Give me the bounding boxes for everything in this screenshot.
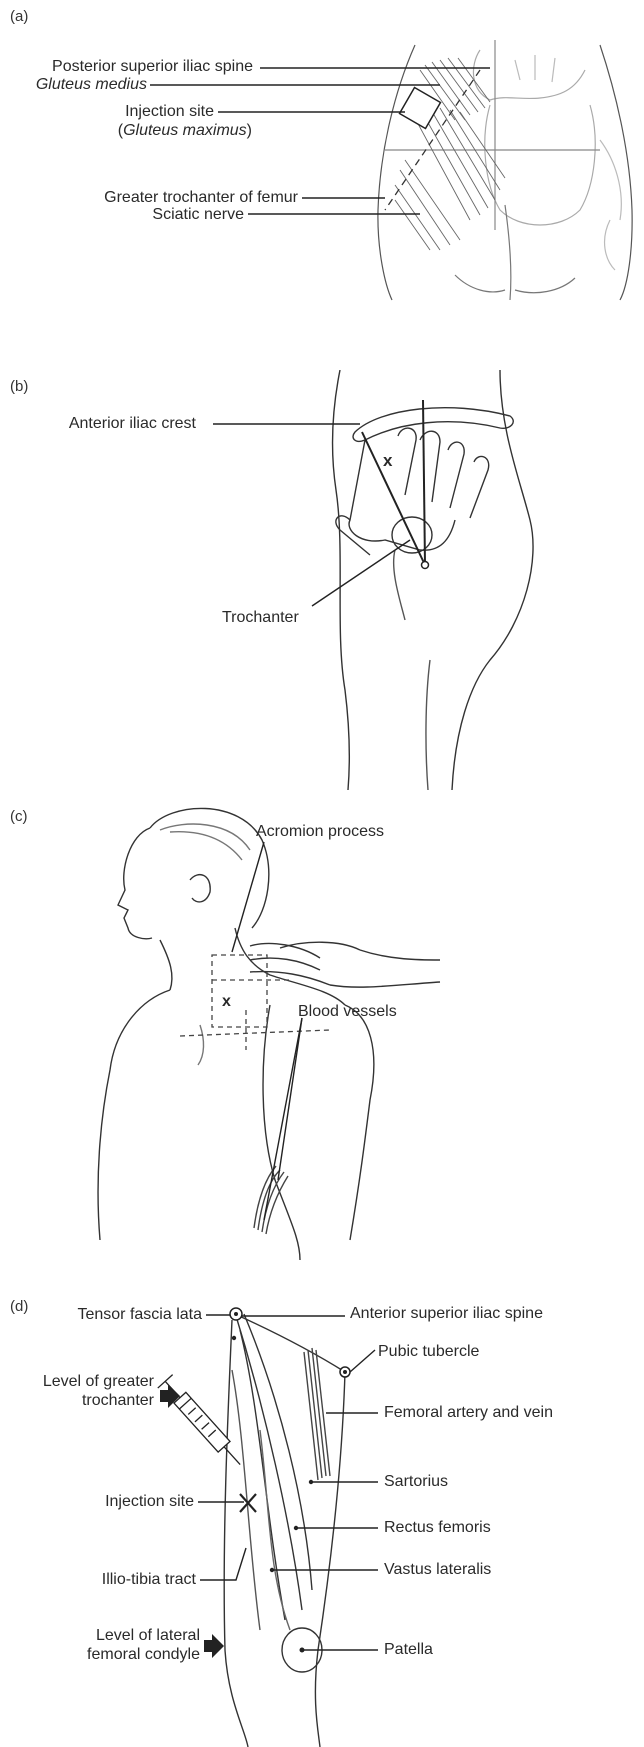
label-vastus-lateralis: Vastus lateralis xyxy=(384,1560,491,1579)
ear xyxy=(190,875,210,902)
head-back xyxy=(150,808,269,928)
finger-2 xyxy=(448,442,464,508)
thigh-lateral-outline xyxy=(224,1320,248,1747)
finger-mid xyxy=(250,943,320,958)
label-trochanter: Trochanter xyxy=(222,608,299,627)
label-acromion-process: Acromion process xyxy=(256,822,384,841)
panel-b-ventrogluteal-site: (b) x xyxy=(0,370,644,790)
thigh-outline-left xyxy=(333,370,350,790)
label-femoral-artery-vein: Femoral artery and vein xyxy=(384,1403,553,1422)
thigh-illustration xyxy=(0,1290,644,1747)
neck-shoulder xyxy=(235,928,345,1005)
panel-d-vastus-lateralis-site: (d) xyxy=(0,1290,644,1747)
finger-3 xyxy=(470,456,489,518)
thigh-medial-outline xyxy=(315,1372,345,1747)
ventrogluteal-illustration xyxy=(0,370,644,790)
acromion-leader xyxy=(232,842,264,952)
label-illio-tibia-tract: Illio-tibia tract xyxy=(102,1570,196,1589)
arrow-lateral-condyle-icon xyxy=(204,1634,224,1658)
label-injection-site: Injection site xyxy=(105,1492,194,1511)
label-sciatic-nerve: Sciatic nerve xyxy=(152,205,244,224)
torso-front xyxy=(98,990,170,1240)
gluteus-muscle-hatching xyxy=(395,58,505,250)
finger-bottom xyxy=(250,972,330,985)
v-line-posterior xyxy=(423,400,425,565)
sartorius-medial xyxy=(244,1314,312,1590)
label-gluteus-maximus: (Gluteus maximus) xyxy=(118,121,252,140)
label-sartorius: Sartorius xyxy=(384,1472,448,1491)
face-profile xyxy=(118,828,152,939)
gluteal-illustration xyxy=(0,0,644,320)
iliac-crest-band xyxy=(353,408,513,442)
hand-palm xyxy=(349,440,455,550)
neck-front xyxy=(160,940,172,990)
label-injection-site: Injection site xyxy=(125,102,214,121)
label-psis: Posterior superior iliac spine xyxy=(52,57,253,76)
trochanter-point xyxy=(422,562,429,569)
arm-outer xyxy=(345,1005,374,1240)
label-patella: Patella xyxy=(384,1640,433,1659)
wrist-top xyxy=(360,950,440,960)
label-anterior-iliac-crest: Anterior iliac crest xyxy=(69,414,196,433)
label-gluteus-medius: Gluteus medius xyxy=(36,75,147,94)
thigh-outline-right xyxy=(452,370,533,790)
label-pubic-tubercle: Pubic tubercle xyxy=(378,1342,479,1361)
inguinal-ligament xyxy=(237,1315,345,1372)
label-level-greater-trochanter: Level of greater trochanter xyxy=(43,1372,154,1410)
left-hip-outline xyxy=(378,45,415,300)
femoral-vessels xyxy=(304,1348,330,1480)
label-tensor-fascia-lata: Tensor fascia lata xyxy=(77,1305,202,1324)
label-anterior-superior-iliac-spine: Anterior superior iliac spine xyxy=(350,1304,543,1323)
v-line-anterior xyxy=(362,432,425,565)
blood-vessel-leader-2 xyxy=(278,1018,302,1180)
label-rectus-femoris: Rectus femoris xyxy=(384,1518,491,1537)
injection-site-marker xyxy=(400,88,441,129)
injection-marker-x: x xyxy=(383,451,392,470)
illio-tibia-tract-leader xyxy=(200,1548,246,1580)
blood-vessel-leader-1 xyxy=(264,1018,302,1220)
wrist-bottom xyxy=(330,982,440,987)
finger-index xyxy=(398,428,416,495)
finger-low xyxy=(250,958,320,970)
pubic-tubercle-leader xyxy=(350,1350,375,1372)
panel-a-gluteal-site: (a) xyxy=(0,0,644,320)
deltoid-illustration xyxy=(0,800,644,1270)
thumb xyxy=(336,516,370,555)
injection-marker-x: x xyxy=(222,992,231,1011)
panel-c-deltoid-site: (c) xyxy=(0,800,644,1270)
label-level-lateral-condyle: Level of lateral femoral condyle xyxy=(87,1626,200,1664)
trochanter-leader xyxy=(312,540,410,606)
label-blood-vessels: Blood vessels xyxy=(298,1002,397,1021)
